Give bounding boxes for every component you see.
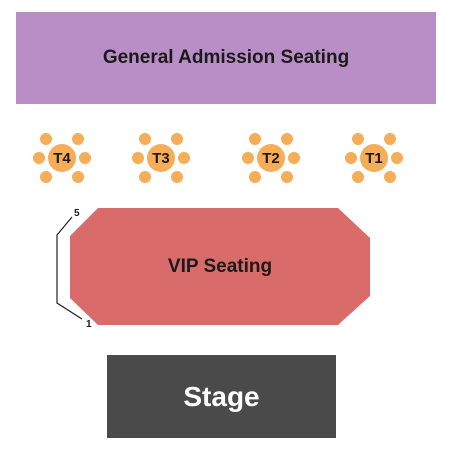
seat xyxy=(139,171,151,183)
table-t2[interactable]: T2 xyxy=(242,130,300,186)
table-t1[interactable]: T1 xyxy=(345,130,403,186)
general-admission-label: General Admission Seating xyxy=(102,47,350,68)
seat xyxy=(132,152,144,164)
vip-label: VIP Seating xyxy=(167,255,273,277)
seat xyxy=(352,171,364,183)
table-label: T3 xyxy=(147,144,175,172)
seat xyxy=(40,171,52,183)
table-label: T4 xyxy=(48,144,76,172)
seat xyxy=(178,152,190,164)
seat xyxy=(384,171,396,183)
vip-shape xyxy=(70,208,370,325)
row-indicator-bracket xyxy=(56,216,83,320)
seat xyxy=(171,171,183,183)
seat xyxy=(281,133,293,145)
seat xyxy=(33,152,45,164)
seat xyxy=(72,171,84,183)
seat xyxy=(72,133,84,145)
table-t3[interactable]: T3 xyxy=(132,130,190,186)
seat xyxy=(281,171,293,183)
row-number-bottom: 1 xyxy=(86,319,92,330)
seat xyxy=(139,133,151,145)
table-label: T1 xyxy=(360,144,388,172)
general-admission-section[interactable]: General Admission Seating xyxy=(16,12,436,104)
row-number-top: 5 xyxy=(74,208,80,219)
seat xyxy=(249,171,261,183)
seat xyxy=(288,152,300,164)
seat xyxy=(40,133,52,145)
vip-section[interactable]: VIP Seating xyxy=(70,208,370,325)
seat xyxy=(249,133,261,145)
seat xyxy=(345,152,357,164)
seat xyxy=(79,152,91,164)
seat xyxy=(384,133,396,145)
seat xyxy=(242,152,254,164)
stage: Stage xyxy=(107,355,336,438)
seat xyxy=(171,133,183,145)
table-t4[interactable]: T4 xyxy=(33,130,91,186)
seat xyxy=(391,152,403,164)
table-label: T2 xyxy=(257,144,285,172)
seat xyxy=(352,133,364,145)
stage-label: Stage xyxy=(183,380,260,412)
